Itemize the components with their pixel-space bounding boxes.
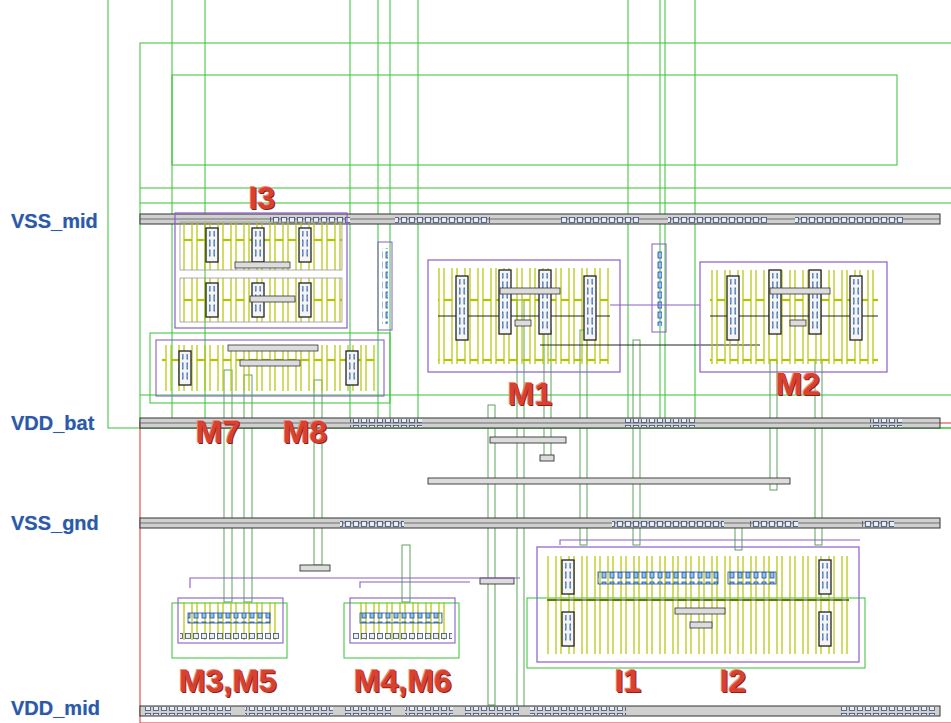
device-name: I1 (612, 664, 645, 698)
device-name: M3,M5 (176, 664, 280, 698)
device-name: I2 (717, 664, 750, 698)
device-name: M1 (505, 377, 555, 411)
device-name: M4,M6 (351, 664, 455, 698)
rail-name: VSS_gnd (8, 512, 102, 534)
rail-name: VDD_bat (8, 412, 97, 434)
device-name: M2 (773, 367, 823, 401)
rail-name: VSS_mid (8, 210, 101, 232)
device-name: I3 (246, 181, 279, 215)
device-name: M7 (193, 415, 243, 449)
device-name: M8 (280, 415, 330, 449)
rail-name: VDD_mid (8, 697, 103, 719)
